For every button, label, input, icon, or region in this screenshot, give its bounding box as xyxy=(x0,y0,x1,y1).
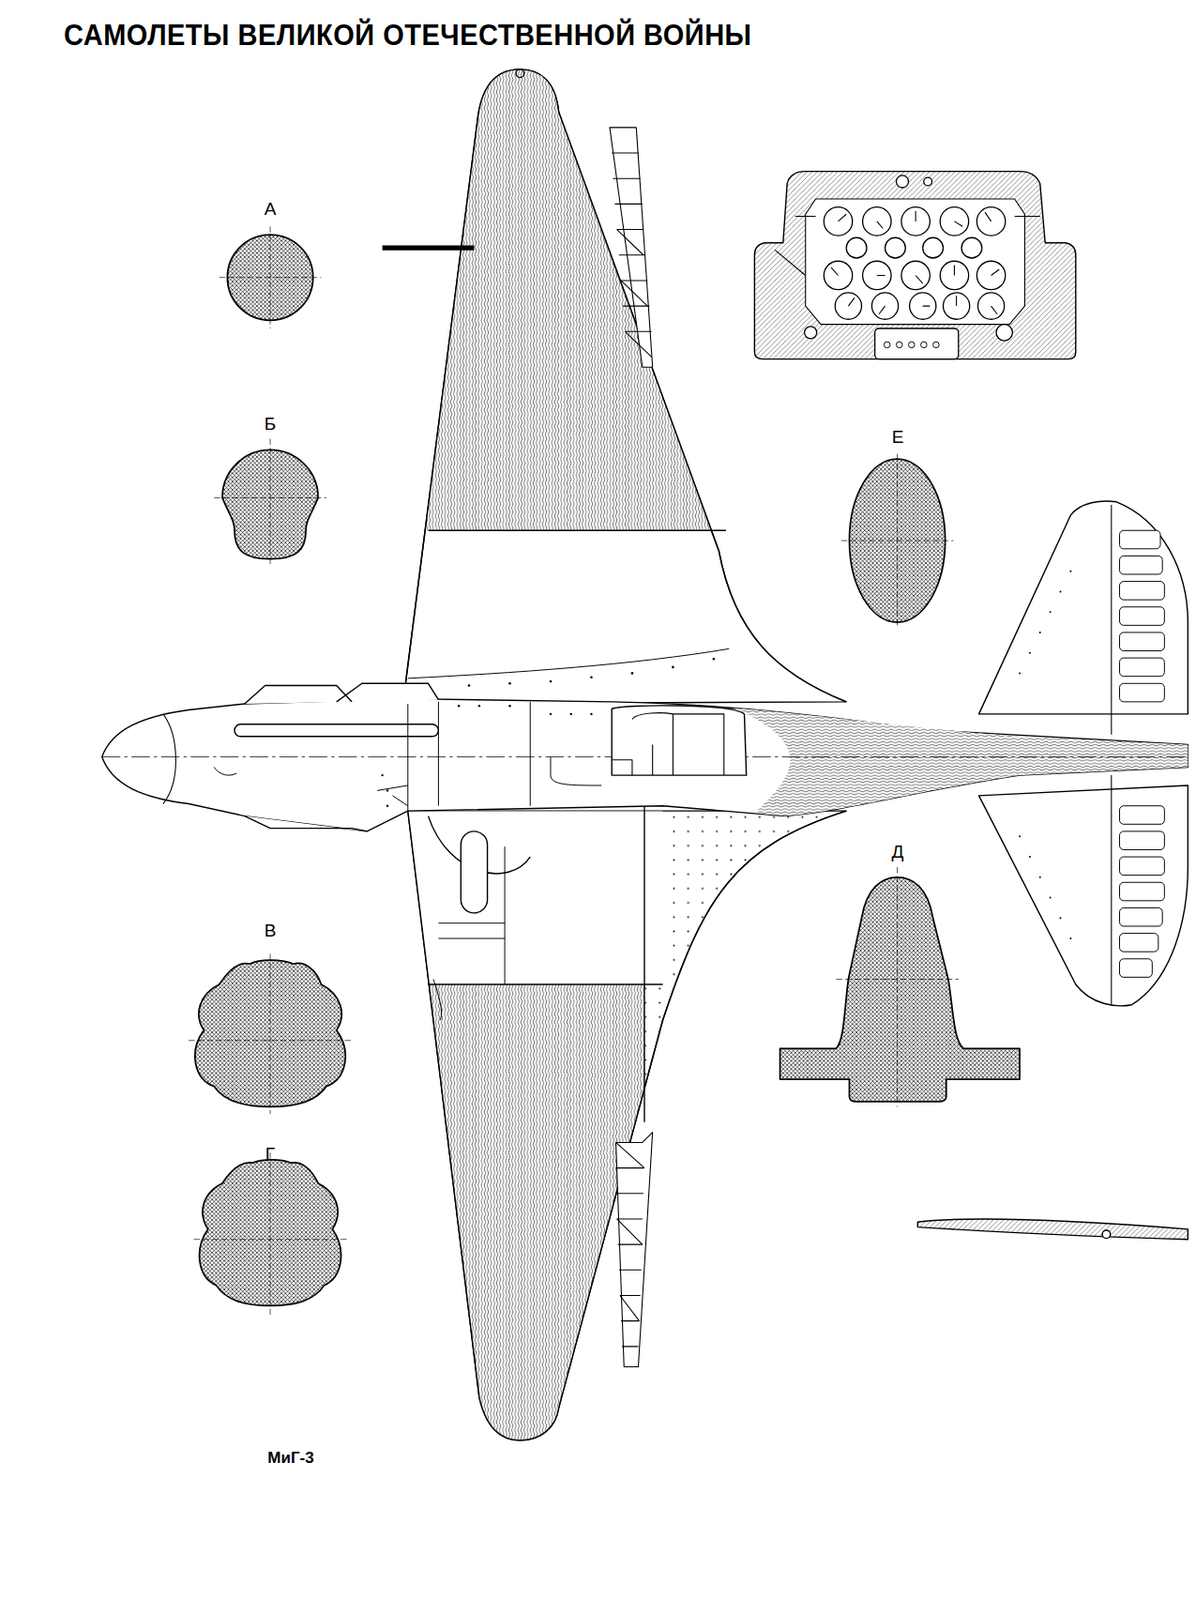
section-letter: В xyxy=(264,921,277,939)
page-title: САМОЛЕТЫ ВЕЛИКОЙ ОТЕЧЕСТВЕННОЙ ВОЙНЫ xyxy=(63,20,753,51)
lower-wing xyxy=(387,805,848,1454)
fuselage xyxy=(102,682,1189,832)
instrument-panel xyxy=(754,171,1075,360)
aircraft-name: МиГ-3 xyxy=(267,1449,314,1466)
section-letter: А xyxy=(264,199,277,218)
section-letter: Г xyxy=(265,1144,275,1163)
cross-sections xyxy=(188,226,1020,1316)
section-letter: Б xyxy=(264,414,276,433)
upper-wing xyxy=(382,60,848,704)
propeller-blade xyxy=(917,1218,1188,1240)
section-letter: Д xyxy=(892,842,905,861)
section-letter: Е xyxy=(892,427,905,446)
